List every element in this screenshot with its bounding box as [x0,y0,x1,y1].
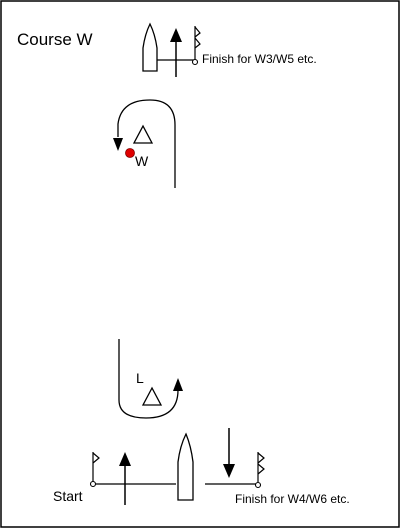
finish-label-bottom: Finish for W4/W6 etc. [235,492,350,506]
triangle-buoy-icon-l [141,386,163,406]
arrow-head-icon-top [170,28,182,42]
course-title: Course W [17,30,93,49]
mark-dot-w [125,148,135,158]
rounding-arrow-head-l [173,378,183,391]
triangle-buoy-icon-w [132,124,154,144]
rounding-path-l [118,339,179,419]
arrow-head-icon-bottom [223,464,235,478]
flag-icon-start [89,452,100,488]
arrow-head-icon-start [119,452,131,466]
rounding-arrow-head-w [113,138,123,151]
finish-label-top: Finish for W3/W5 etc. [202,52,317,66]
mark-label-w: W [135,153,149,169]
mark-label-l: L [136,370,144,386]
committee-boat-icon-bottom [177,432,194,501]
rounding-path-w [117,99,176,188]
start-label: Start [53,488,83,504]
flag-icon-bottom [254,452,265,489]
committee-boat-icon-top [142,22,158,72]
flag-icon-top [191,26,201,66]
